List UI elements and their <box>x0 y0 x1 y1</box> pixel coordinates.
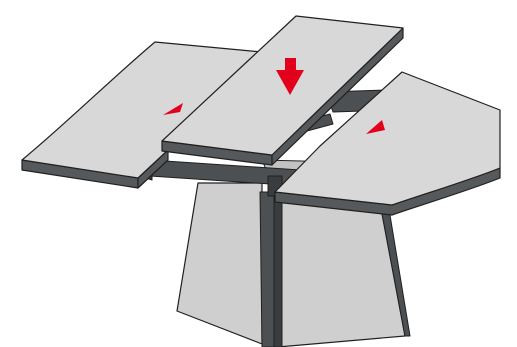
pedestal-center-post-shade <box>274 192 282 347</box>
pedestal-left-panel <box>177 183 262 344</box>
pedestal-center-post <box>260 192 274 347</box>
